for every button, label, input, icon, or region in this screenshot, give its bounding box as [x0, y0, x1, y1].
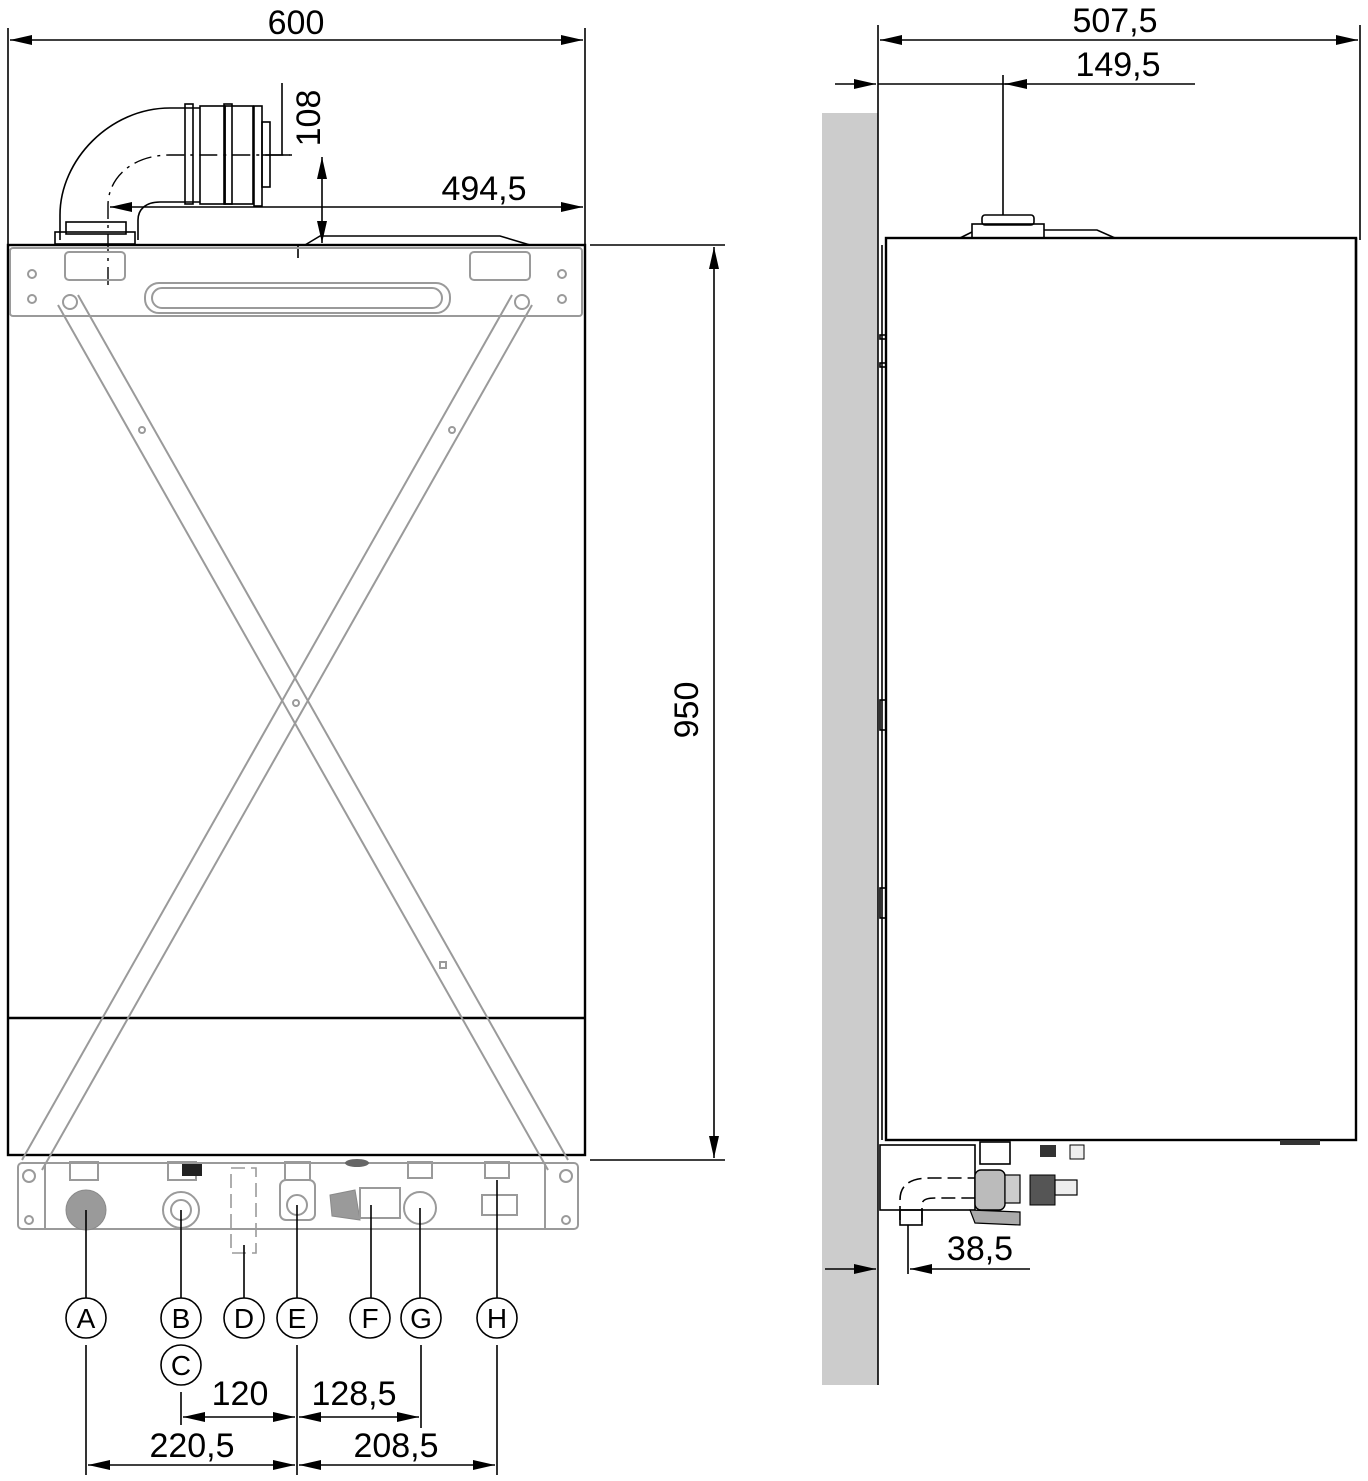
svg-text:G: G	[410, 1303, 432, 1334]
connection-c-label: C	[160, 1344, 202, 1386]
dimension-flue-from-wall-149-5: 149,5	[835, 46, 1195, 215]
connection-labels: A B C D E F G	[65, 1297, 518, 1386]
dimension-flue-height-108: 108	[262, 83, 328, 243]
cross-braces	[21, 294, 569, 1171]
svg-text:E: E	[288, 1303, 307, 1334]
side-bottom-fittings	[879, 1140, 1320, 1226]
svg-text:C: C	[171, 1350, 191, 1381]
dimension-label-depth: 507,5	[1072, 2, 1157, 40]
svg-text:B: B	[172, 1303, 191, 1334]
front-view: 600 108 494,5	[6, 4, 725, 1475]
dimension-label-a-e: 220,5	[149, 1427, 234, 1465]
bottom-connection-rail	[17, 1159, 579, 1254]
wall	[822, 113, 878, 1385]
dimension-label-flue-height: 108	[290, 90, 328, 147]
connection-g-label: G	[400, 1297, 442, 1339]
dimension-label-e-g: 128,5	[311, 1375, 396, 1413]
connection-e-label: E	[276, 1297, 318, 1339]
side-flue-stub	[959, 214, 1116, 239]
dimension-label-width: 600	[268, 4, 325, 42]
svg-text:A: A	[77, 1303, 96, 1334]
connection-a-label: A	[65, 1297, 107, 1339]
connection-b-label: B	[160, 1297, 202, 1339]
boiler-casing-front	[6, 243, 587, 1157]
dimension-label-flue-from-wall: 149,5	[1075, 46, 1160, 84]
dimension-depth-507-5: 507,5	[880, 2, 1361, 240]
dimension-height-950: 950	[590, 244, 725, 1161]
dimension-label-flue-offset: 494,5	[441, 170, 526, 208]
dimension-bottom-from-wall-38-5: 38,5	[825, 1225, 1030, 1274]
connection-f-label: F	[349, 1297, 391, 1339]
bottom-dimensions: 120 128,5 220,5 208,5	[85, 1345, 498, 1475]
connection-d-label: D	[223, 1297, 265, 1339]
boiler-casing-side	[884, 236, 1358, 1142]
dimension-label-bottom-from-wall: 38,5	[947, 1230, 1013, 1268]
connection-leader-lines	[85, 1180, 498, 1298]
dimension-label-b-e: 120	[212, 1375, 269, 1413]
svg-text:H: H	[487, 1303, 507, 1334]
svg-text:F: F	[361, 1303, 378, 1334]
connection-h-label: H	[476, 1297, 518, 1339]
side-view: 507,5 149,5	[822, 2, 1361, 1385]
top-mounting-rail	[9, 247, 583, 317]
dimension-flue-offset-494-5: 494,5	[110, 170, 583, 212]
dimension-label-height: 950	[668, 682, 706, 739]
svg-text:D: D	[234, 1303, 254, 1334]
dimension-label-e-h: 208,5	[353, 1427, 438, 1465]
dimension-width-600: 600	[7, 4, 586, 245]
